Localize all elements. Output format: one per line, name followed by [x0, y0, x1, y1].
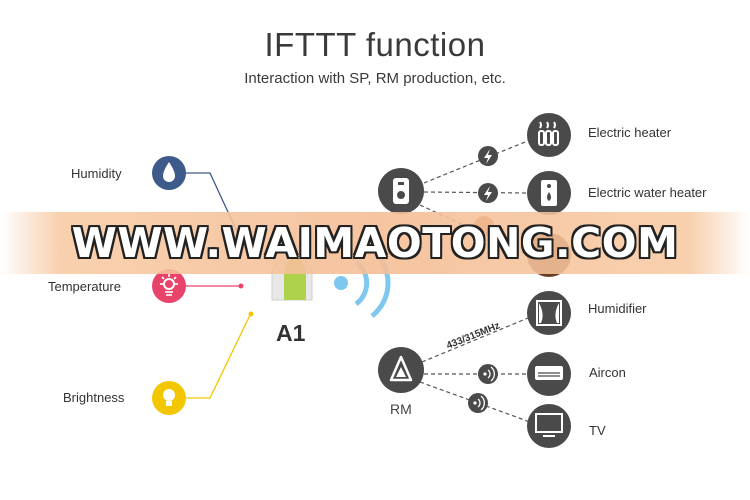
humidifier-label: Humidifier [588, 301, 647, 316]
aircon-label: Aircon [589, 365, 626, 380]
electric-heater-icon [527, 113, 571, 157]
rm-remote-icon [378, 347, 424, 393]
temperature-icon [152, 269, 186, 303]
tv-label: TV [589, 423, 606, 438]
humidifier-icon [527, 291, 571, 335]
aircon-icon [527, 352, 571, 396]
watermark-band [0, 212, 750, 274]
page-subtitle: Interaction with SP, RM production, etc. [244, 70, 506, 87]
a1-label: A1 [276, 320, 306, 346]
lightning-icon [478, 146, 498, 166]
infrared-icon [468, 393, 488, 413]
electric-heater-label: Electric heater [588, 125, 672, 140]
humidity-label: Humidity [71, 166, 122, 181]
tv-icon [527, 404, 571, 448]
water-heater-icon [527, 171, 571, 215]
brightness-label: Brightness [63, 390, 125, 405]
rm-label: RM [390, 401, 412, 417]
frequency-label: 433/315MHz [445, 320, 502, 351]
temperature-label: Temperature [48, 279, 121, 294]
electric-water-heater-label: Electric water heater [588, 185, 707, 200]
brightness-icon [152, 381, 186, 415]
watermark: WWW.WAIMAOTONG.COM [71, 219, 679, 267]
infrared-icon [478, 364, 498, 384]
humidity-icon [152, 156, 186, 190]
page-title: IFTTT function [264, 26, 486, 63]
lightning-icon [478, 183, 498, 203]
smart-plug-icon [378, 168, 424, 214]
sensor-connectors [185, 172, 254, 399]
